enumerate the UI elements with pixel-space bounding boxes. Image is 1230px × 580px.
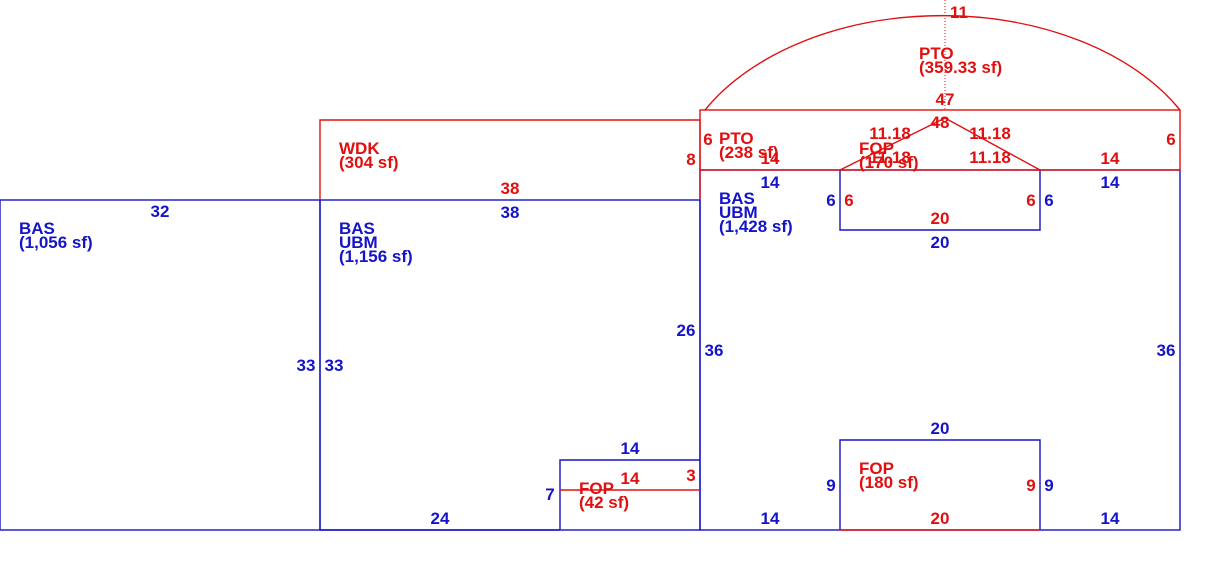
dim-fop-small-blue: 14 [621, 439, 640, 458]
dim-tri-inner-right: 11.18 [969, 148, 1011, 167]
dim-fop-bottom-right-red: 9 [1026, 476, 1035, 495]
dim-pto-right: 6 [1166, 130, 1175, 149]
dim-notch-left-blue: 6 [826, 191, 835, 210]
dim-bas-mid-left: 33 [325, 356, 344, 375]
bas-right-code: BAS [719, 189, 755, 208]
base-outlines [0, 169, 1181, 531]
bas-mid-code: BAS [339, 219, 375, 238]
fop-bottom-blue-edge [839, 439, 1041, 530]
wdk-code: WDK [339, 139, 380, 158]
bas-left-area: (1,056 sf) [19, 233, 93, 252]
dim-tri-inner-left: 11.18 [869, 148, 911, 167]
pto-rect-outline [699, 109, 1181, 171]
notch-outline [839, 170, 1041, 231]
pto-rect-code: PTO [719, 129, 754, 148]
fop-bottom-area: (180 sf) [859, 473, 919, 492]
wdk-area: (304 sf) [339, 153, 399, 172]
addition-outlines [319, 0, 1181, 531]
dim-notch-left-red: 6 [844, 191, 853, 210]
dim-arc-radius: 11 [950, 3, 968, 22]
dim-bas-right-left: 36 [705, 341, 724, 360]
area-labels: BAS (1,056 sf) BAS UBM (1,156 sf) BAS UB… [19, 44, 1002, 512]
fop-small-code: FOP [579, 479, 614, 498]
fop-small-area: (42 sf) [579, 493, 629, 512]
bas-mid-sub: UBM [339, 233, 378, 252]
bas-left-code: BAS [19, 219, 55, 238]
dim-fop-bottom-top: 20 [931, 419, 950, 438]
dim-bas-right-top-right: 14 [1101, 173, 1120, 192]
dim-fop-small-right: 3 [686, 466, 695, 485]
dim-bas-right-bottom-right: 14 [1101, 509, 1120, 528]
fop-tri-code: FOP [859, 139, 894, 158]
pto-arc-code: PTO [919, 44, 954, 63]
dim-bas-right-bottom-left: 14 [761, 509, 780, 528]
dim-bas-mid-right: 26 [677, 321, 696, 340]
dim-bas-left-top: 32 [151, 202, 170, 221]
dim-fop-bottom-base: 20 [931, 509, 950, 528]
pto-arc-outline [704, 14, 1181, 111]
fop-small-blue-edge [559, 459, 700, 530]
bas-mid-area: (1,156 sf) [339, 247, 413, 266]
dim-wdk-right: 8 [686, 150, 695, 169]
dim-pto-bottom-right: 14 [1101, 149, 1120, 168]
dim-fop-bottom-left-blue: 9 [826, 476, 835, 495]
fop-triangle-outline [839, 117, 1041, 171]
fop-tri-area: (170 sf) [859, 153, 919, 172]
dim-fop-bottom-right-blue: 9 [1044, 476, 1053, 495]
dim-wdk-bottom: 38 [501, 179, 520, 198]
dim-tri-outer-left: 11.18 [869, 124, 911, 143]
dim-bas-right-top-left: 14 [761, 173, 780, 192]
dim-tri-outer-right: 11.18 [969, 124, 1011, 143]
dim-notch-red: 20 [931, 209, 950, 228]
dim-pto-left: 6 [703, 130, 712, 149]
bas-right-area: (1,428 sf) [719, 217, 793, 236]
dim-notch-blue: 20 [931, 233, 950, 252]
dim-notch-right-blue: 6 [1044, 191, 1053, 210]
dim-bas-left-right: 33 [297, 356, 316, 375]
dim-fop-small-red: 14 [621, 469, 640, 488]
dim-tri-apex: 48 [931, 113, 950, 132]
pto-arc-area: (359.33 sf) [919, 58, 1002, 77]
dim-bas-mid-top: 38 [501, 203, 520, 222]
dim-pto-top: 47 [936, 90, 955, 109]
fop-bottom-code: FOP [859, 459, 894, 478]
dimension-labels: 32 33 33 38 38 24 7 14 14 3 26 36 36 8 6… [151, 3, 1176, 528]
dim-pto-bottom-left: 14 [761, 149, 780, 168]
dim-bas-right-right: 36 [1157, 341, 1176, 360]
dim-fop-small-left: 7 [545, 485, 554, 504]
dim-bas-mid-bottom: 24 [431, 509, 450, 528]
pto-rect-area: (238 sf) [719, 143, 779, 162]
dim-notch-right-red: 6 [1026, 191, 1035, 210]
bas-right-sub: UBM [719, 203, 758, 222]
